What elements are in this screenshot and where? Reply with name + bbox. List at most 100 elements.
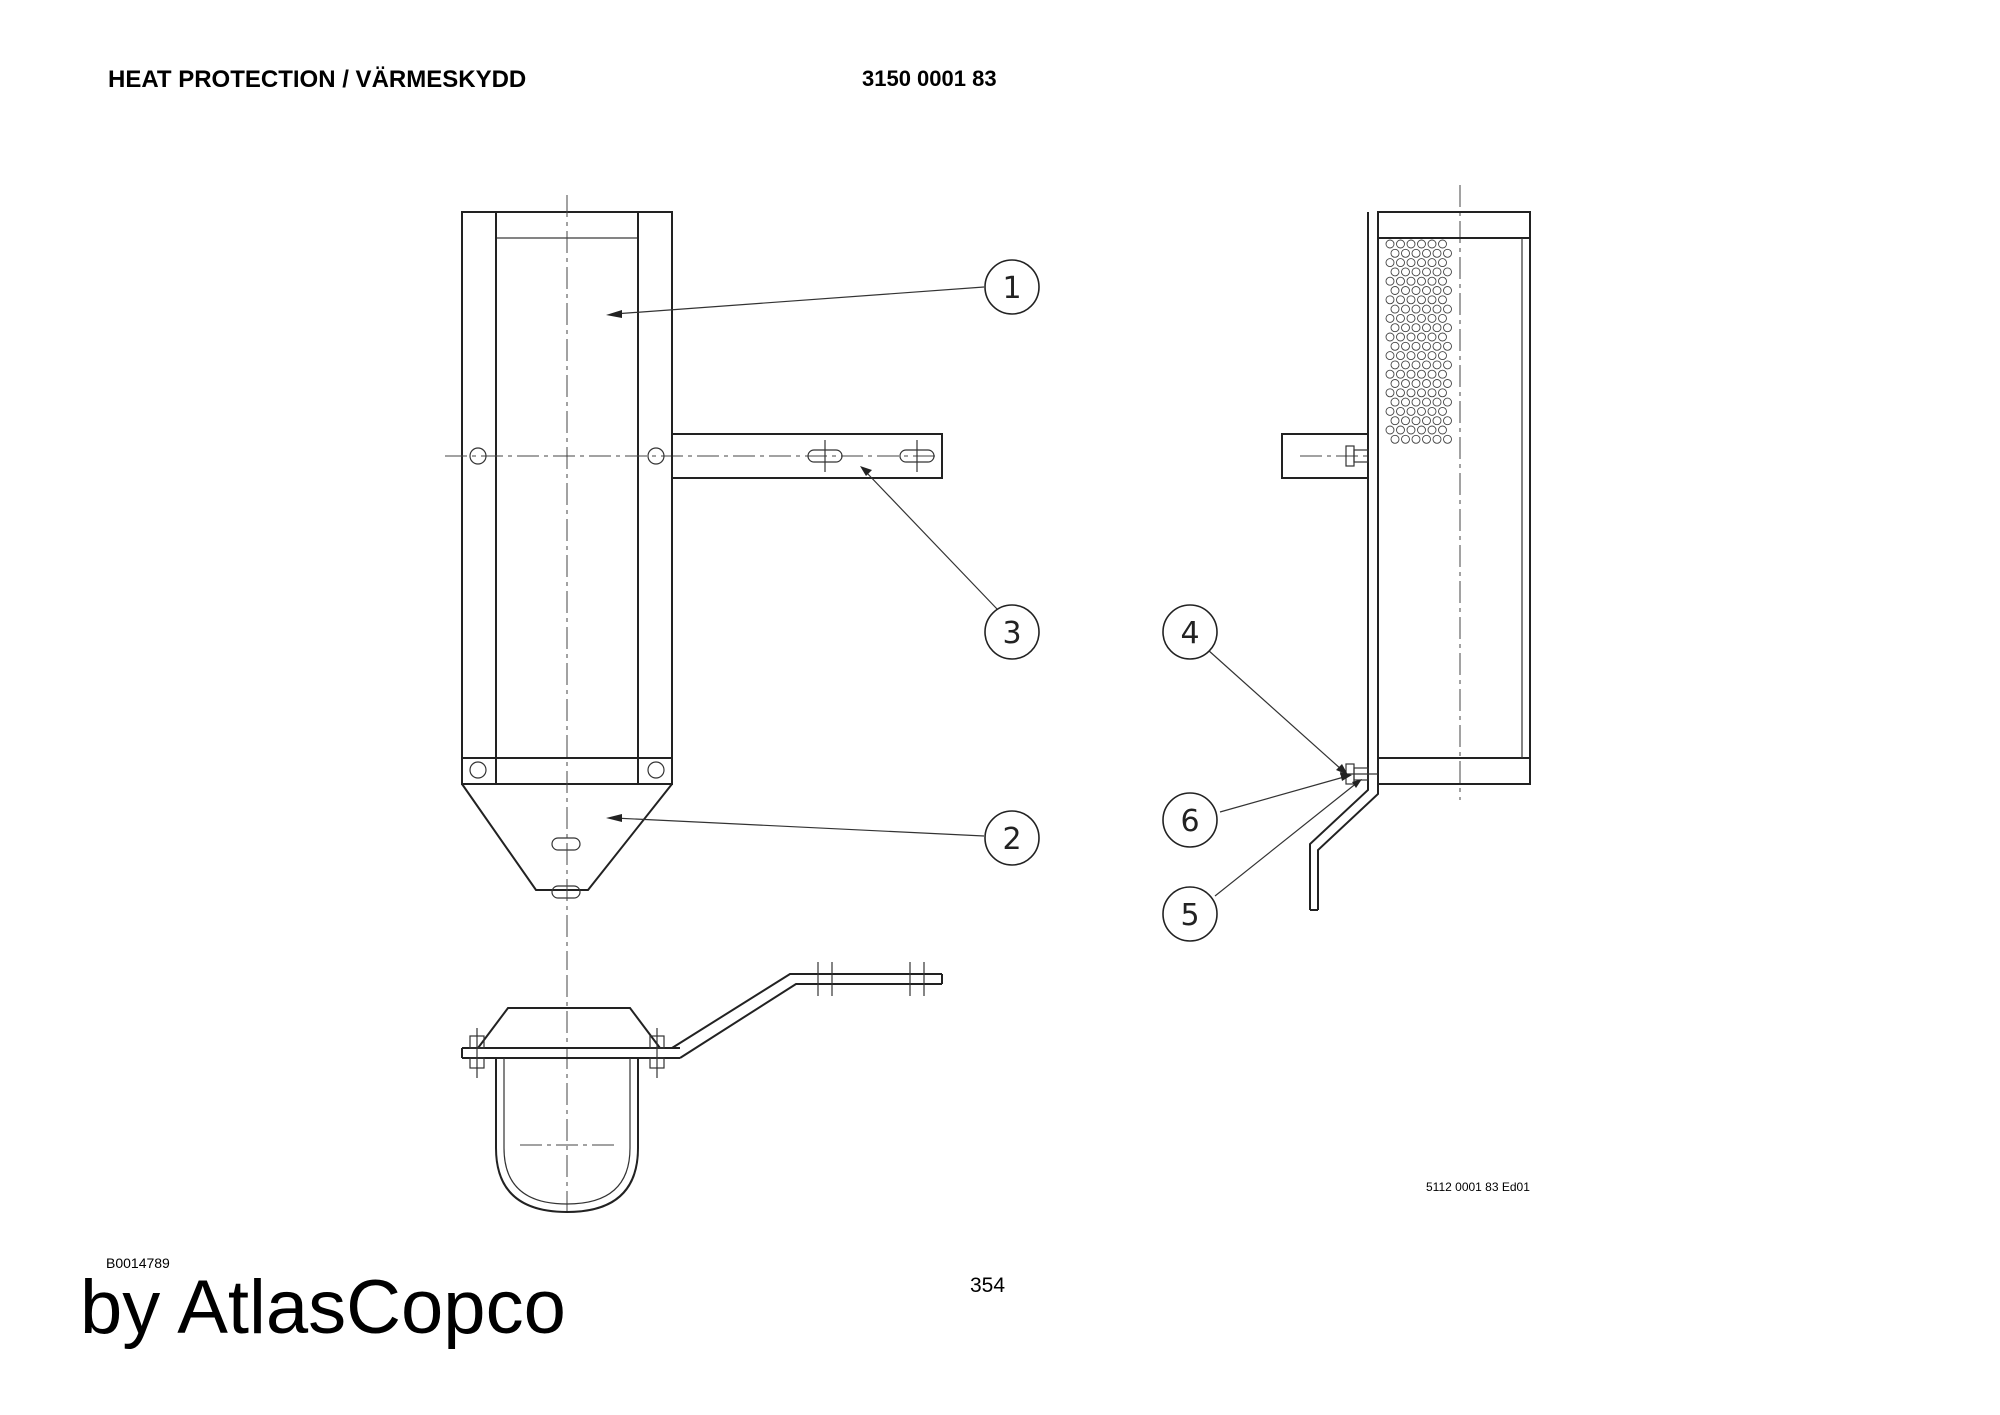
perforation-hole [1438,332,1447,342]
perforation-hole [1411,267,1421,277]
perforation-hole [1427,332,1437,342]
callout-1: 1 [984,259,1040,315]
perforation-hole [1427,258,1437,268]
perforation-hole [1390,341,1400,351]
perforation-hole [1385,351,1395,361]
perforation-hole [1432,267,1442,277]
perforation-hole [1438,425,1447,435]
perforation-hole [1396,369,1405,379]
perforation-hole [1401,267,1410,277]
perforation-hole [1432,286,1442,295]
side-view [1281,185,1531,911]
perforation-hole [1422,304,1431,314]
callout-6-label: 6 [1180,804,1199,839]
perforation-hole [1396,295,1405,305]
perforation-hole [1438,369,1447,379]
perforation-hole [1390,304,1400,314]
perforation-hole [1427,295,1437,305]
perforation-hole [1390,286,1400,295]
brand-footer: by AtlasCopco [80,1265,566,1350]
callout-4: 4 [1162,604,1218,660]
perforation-hole [1411,379,1421,388]
perforation-hole [1422,286,1431,295]
perforation-hole [1406,295,1416,305]
perforation-hole [1443,416,1452,426]
perforation-hole [1406,351,1416,361]
perforation-hole [1406,332,1416,342]
perforation-hole [1411,286,1421,295]
perforation-hole [1417,388,1426,398]
perforation-hole [1422,341,1431,351]
perforation-hole [1417,258,1426,268]
perforation-hole [1443,434,1452,444]
perforation-hole [1411,323,1421,333]
perforation-hole [1401,397,1410,407]
perforation-hole [1427,369,1437,379]
perforation-hole [1432,248,1442,258]
perforation-hole [1443,304,1452,314]
perforation-hole [1411,397,1421,407]
perforation-hole [1443,323,1452,333]
page-number: 354 [970,1274,1006,1297]
perforation-hole [1422,360,1431,370]
perforation-hole [1406,425,1416,435]
perforation-hole [1422,416,1431,426]
perforation-hole [1411,304,1421,314]
callout-5-label: 5 [1180,898,1199,933]
page-title: HEAT PROTECTION / VÄRMESKYDD [108,66,527,93]
perforation-hole [1411,248,1421,258]
perforation-hole [1390,434,1400,444]
perforation-hole [1385,406,1395,416]
perforation-hole [1385,369,1395,379]
perforation-hole [1432,397,1442,407]
perforation-hole [1432,379,1442,388]
perforation-hole [1438,276,1447,286]
perforation-hole [1396,351,1405,361]
perforation-hole [1396,406,1405,416]
perforation-hole [1401,379,1410,388]
perforation-hole [1417,332,1426,342]
perforation-hole [1443,341,1452,351]
perforation-hole [1390,360,1400,370]
callout-4-label: 4 [1180,616,1199,651]
perforation-hole [1422,323,1431,333]
perforation-hole [1417,425,1426,435]
perforation-hole [1396,276,1405,286]
perforation-hole [1401,286,1410,295]
perforation-hole [1411,341,1421,351]
perforation-hole [1385,239,1395,249]
perforation-hole [1406,388,1416,398]
perforation-hole [1417,406,1426,416]
perforation-hole [1417,313,1426,323]
perforation-hole [1390,379,1400,388]
perforation-hole [1401,341,1410,351]
perforation-hole [1443,248,1452,258]
perforation-hole [1390,267,1400,277]
perforation-hole [1406,369,1416,379]
top-view [461,962,943,1215]
perforation-hole [1401,434,1410,444]
perforation-hole [1396,425,1405,435]
perforation-hole [1422,434,1431,444]
perforation-hole [1432,341,1442,351]
perforation-hole [1427,313,1437,323]
perforation-hole [1432,360,1442,370]
callout-3: 3 [984,604,1040,660]
perforation-hole [1443,397,1452,407]
perforation-hole [1427,425,1437,435]
perforation-hole [1422,397,1431,407]
perforation-hole [1438,388,1447,398]
callout-1-label: 1 [1002,271,1021,306]
perforation-hole [1406,276,1416,286]
perforation-hole [1385,425,1395,435]
perforation-hole [1438,239,1447,249]
perforation-hole [1422,267,1431,277]
perforation-hole [1401,416,1410,426]
perforation-hole [1417,239,1426,249]
drawing-reference: 5112 0001 83 Ed01 [1426,1180,1530,1194]
perforation-hole [1427,388,1437,398]
perforation-hole [1417,351,1426,361]
perforation-hole [1406,406,1416,416]
perforation-hole [1443,286,1452,295]
callout-5: 5 [1162,886,1218,942]
